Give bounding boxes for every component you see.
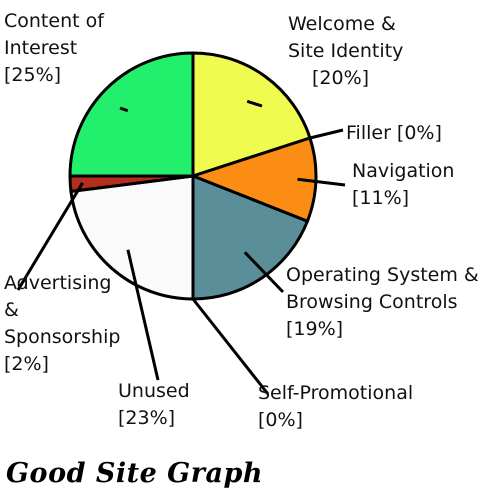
leader-lines — [16, 99, 346, 395]
pie-slice-0 — [191, 51, 312, 179]
pie-slices — [68, 51, 318, 301]
leader-line-4 — [191, 298, 270, 395]
slice-label-filler: Filler [0%] — [346, 122, 442, 144]
leader-line-2 — [297, 177, 346, 187]
slice-label-unused: Unused [23%] — [118, 380, 190, 429]
pie-slice-5 — [69, 174, 195, 301]
slice-label-navigation: Navigation [11%] — [352, 160, 455, 209]
leader-line-7 — [119, 106, 129, 113]
pie-slice-2 — [188, 136, 318, 224]
pie-slice-7 — [68, 51, 195, 178]
pie-slice-3 — [191, 173, 310, 301]
slice-label-welcome: Welcome & Site Identity [20%] — [288, 13, 404, 89]
chart-title: Good Site Graph — [6, 458, 263, 489]
leader-line-5 — [126, 249, 160, 381]
slice-label-operating-system: Operating System & Browsing Controls [19… — [286, 264, 479, 340]
leader-line-0 — [246, 99, 263, 108]
leader-line-1 — [309, 128, 344, 140]
leader-line-3 — [243, 251, 285, 294]
slice-label-content: Content of Interest [25%] — [4, 10, 104, 86]
slice-label-advertising: Advertising & Sponsorship [2%] — [4, 272, 121, 375]
leader-line-6 — [16, 182, 84, 291]
slice-label-self-promotional: Self-Promotional [0%] — [258, 382, 414, 431]
